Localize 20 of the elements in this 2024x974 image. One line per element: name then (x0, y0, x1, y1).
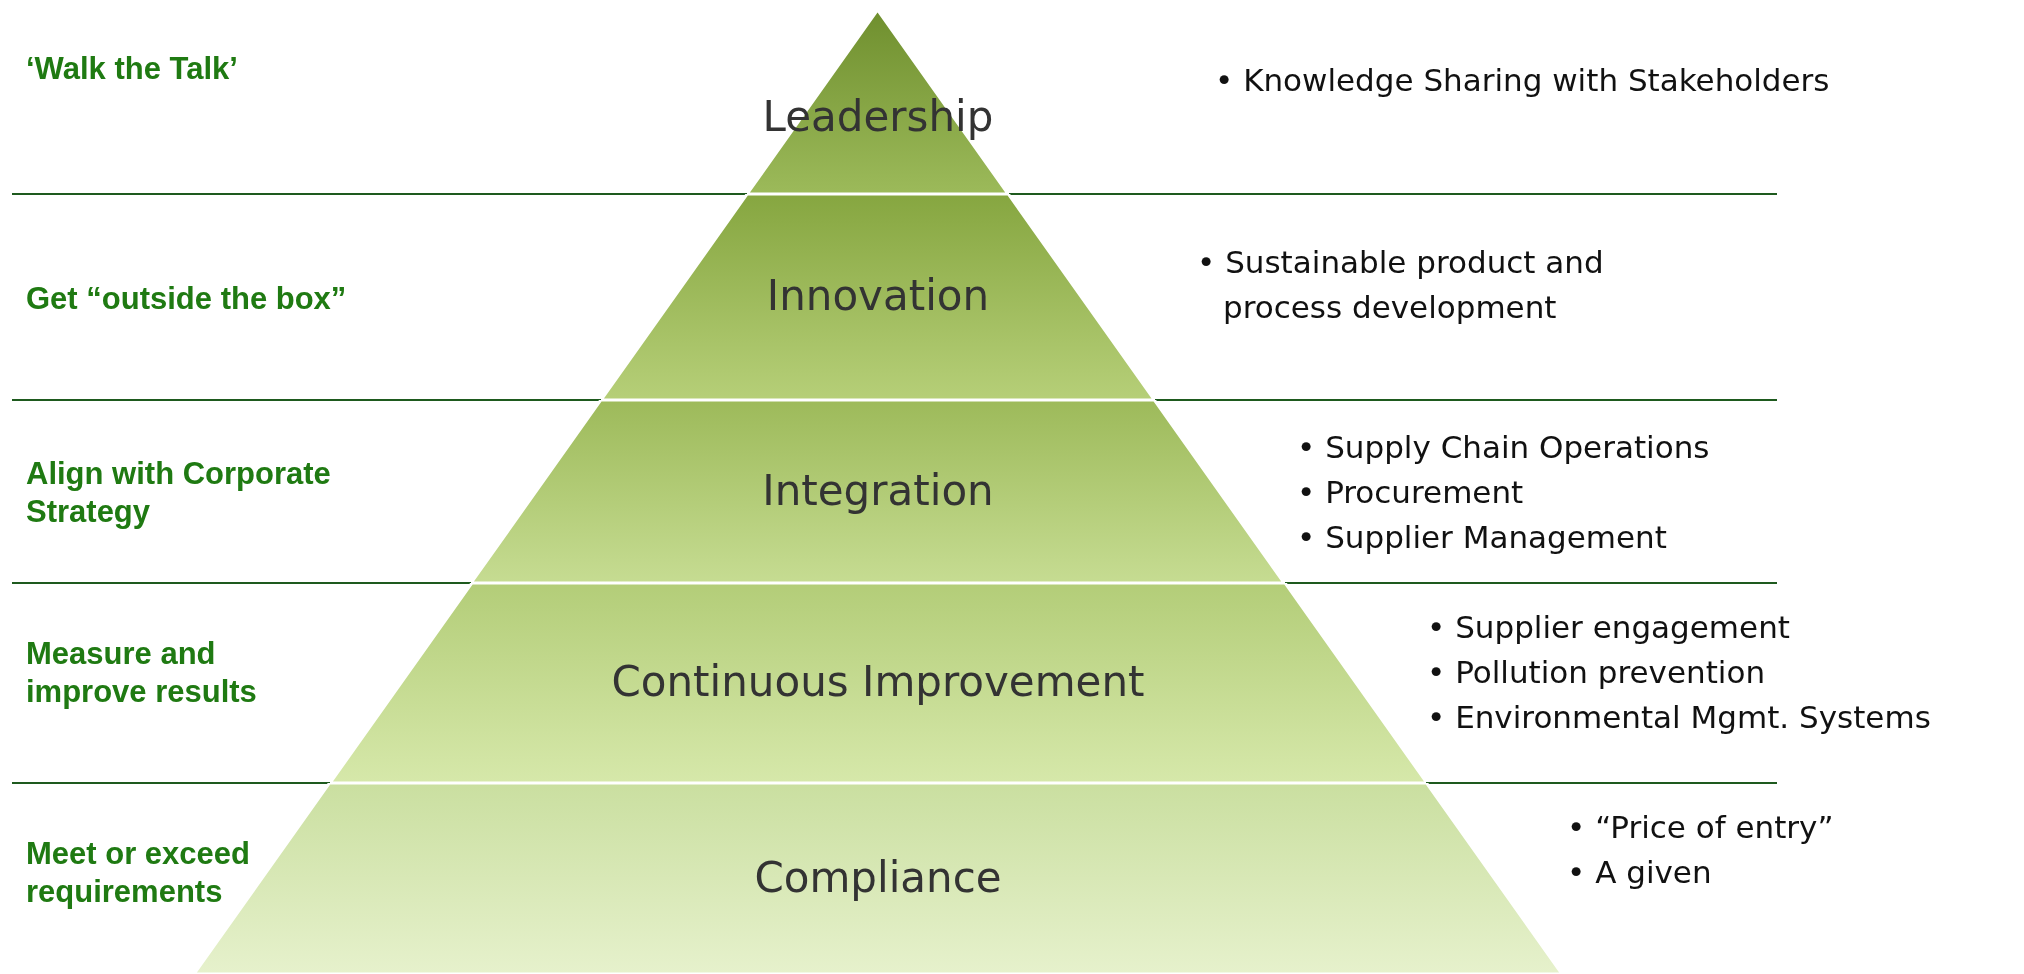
bullet-point: • “Price of entry” (1567, 808, 1835, 847)
tier-label: Integration (761, 465, 995, 515)
bullet-point: • Supplier engagement (1427, 608, 1791, 647)
bullet-point: • A given (1567, 853, 1713, 892)
pyramid-tier (471, 400, 1285, 583)
bullet-point: • Pollution prevention (1427, 653, 1767, 692)
goal-heading: Meet or exceed requirements (26, 835, 251, 911)
goal-heading: ‘Walk the Talk’ (26, 50, 239, 88)
bullet-point: • Environmental Mgmt. Systems (1427, 698, 1932, 737)
bullet-point: • Supply Chain Operations (1297, 428, 1711, 467)
bullet-point: • Sustainable product and process development (1197, 243, 1605, 327)
tier-label: Continuous Improvement (610, 657, 1146, 706)
goal-heading: Get “outside the box” (26, 280, 348, 318)
bullet-point: • Procurement (1297, 473, 1525, 512)
goal-heading: Align with Corporate Strategy (26, 455, 332, 531)
bullet-point: • Supplier Management (1297, 518, 1668, 557)
goal-heading: Measure and improve results (26, 635, 258, 711)
pyramid-tier (329, 583, 1427, 783)
tier-label: Innovation (765, 271, 991, 320)
bullet-point: • Knowledge Sharing with Stakeholders (1215, 61, 1831, 100)
